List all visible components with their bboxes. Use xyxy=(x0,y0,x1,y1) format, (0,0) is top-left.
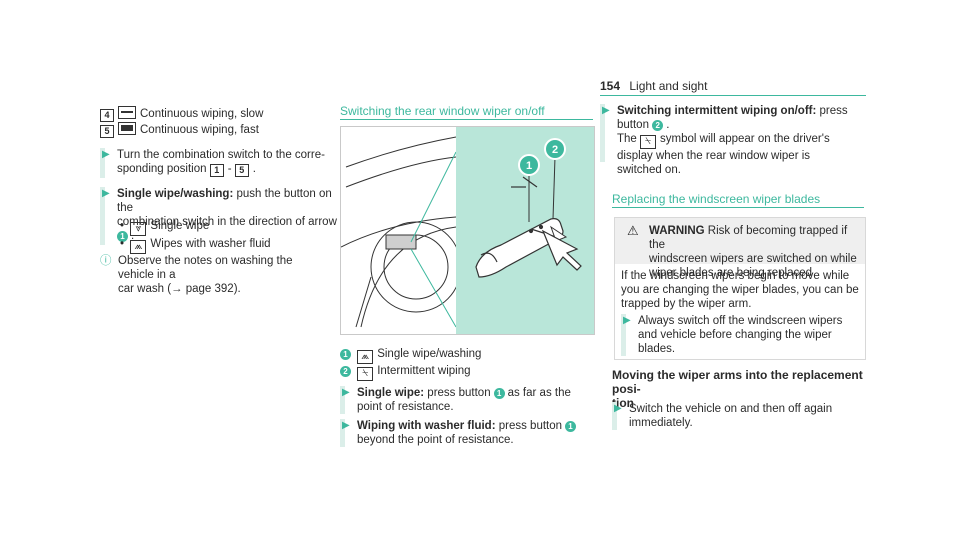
chapter-title: Light and sight xyxy=(629,79,708,93)
step-arrow-icon: ▶ xyxy=(623,315,631,326)
figure-callout-2 xyxy=(544,138,566,160)
position-key: 5 xyxy=(234,164,249,177)
bullet-washer-fluid: • ⩕Wipes with washer fluid xyxy=(120,238,271,254)
warning-step: ▶ Always switch off the windscreen wiper… xyxy=(621,314,858,356)
info-icon: ⓘ xyxy=(100,255,112,267)
press-arrow-icon xyxy=(541,229,582,271)
wipe-washer-icon: ⩕ xyxy=(357,350,374,364)
bullet-single-wipe: • ⩔Single wipe xyxy=(120,220,210,236)
figure-legend-1: 1 ⩕Single wipe/washing xyxy=(340,347,481,364)
step-arrow-icon: ▶ xyxy=(602,105,610,116)
intermittent-wipe-icon: ⍀ xyxy=(640,135,657,149)
svg-text:2: 2 xyxy=(552,144,558,156)
svg-text:1: 1 xyxy=(526,160,532,172)
position-key: 5 xyxy=(100,125,114,138)
wipe-washer-icon: ⩕ xyxy=(130,240,147,254)
single-wipe-icon: ⩔ xyxy=(130,222,147,236)
page-number: 154 xyxy=(600,79,621,93)
warning-body: If the windscreen wipers begin to move w… xyxy=(621,270,859,310)
note: ⓘ Observe the notes on washing the vehic… xyxy=(100,255,293,295)
one-line-icon xyxy=(118,106,136,119)
position-key: 4 xyxy=(100,109,114,122)
section-rule xyxy=(340,119,593,120)
section-rule xyxy=(612,207,864,208)
section-title-rear-wiper: Switching the rear window wiper on/off xyxy=(340,104,545,118)
section-title-replacing-blades: Replacing the windscreen wiper blades xyxy=(612,192,821,206)
step-single-wipe-washing: ▶ Single wipe/washing: push the button o… xyxy=(100,187,342,245)
wiper-switch-figure: 1 2 xyxy=(340,126,595,335)
position-key: 1 xyxy=(209,164,224,177)
figure-legend-2: 2 ⍀Intermittent wiping xyxy=(340,364,471,381)
wiper-switch-illustration: 1 2 xyxy=(341,127,594,334)
step-intermittent-wiping: ▶ Switching intermittent wiping on/off: … xyxy=(600,104,872,176)
figure-callout-1 xyxy=(518,154,540,176)
step-arrow-icon: ▶ xyxy=(614,403,622,414)
step-arrow-icon: ▶ xyxy=(102,149,110,160)
step-switch-vehicle: ▶ Switch the vehicle on and then off aga… xyxy=(612,402,869,430)
page-header: 154 Light and sight xyxy=(600,79,880,93)
three-line-icon xyxy=(118,122,136,135)
callout-1: 1 xyxy=(117,231,128,242)
warning-triangle-icon: ⚠ xyxy=(627,223,639,238)
intermittent-wipe-icon: ⍀ xyxy=(357,367,374,381)
step-arrow-icon: ▶ xyxy=(102,188,110,199)
step-wiping-washer: ▶ Wiping with washer fluid: press button… xyxy=(340,419,597,447)
subheading-replacement-position: Moving the wiper arms into the replaceme… xyxy=(612,368,863,410)
step-arrow-icon: ▶ xyxy=(342,420,350,431)
warning-header: ⚠ WARNING Risk of becoming trapped if th… xyxy=(615,218,865,279)
warning-box: ⚠ WARNING Risk of becoming trapped if th… xyxy=(614,217,866,360)
step-arrow-icon: ▶ xyxy=(342,387,350,398)
step-turn-switch: ▶ Turn the combination switch to the cor… xyxy=(100,148,337,178)
header-rule xyxy=(600,95,866,96)
